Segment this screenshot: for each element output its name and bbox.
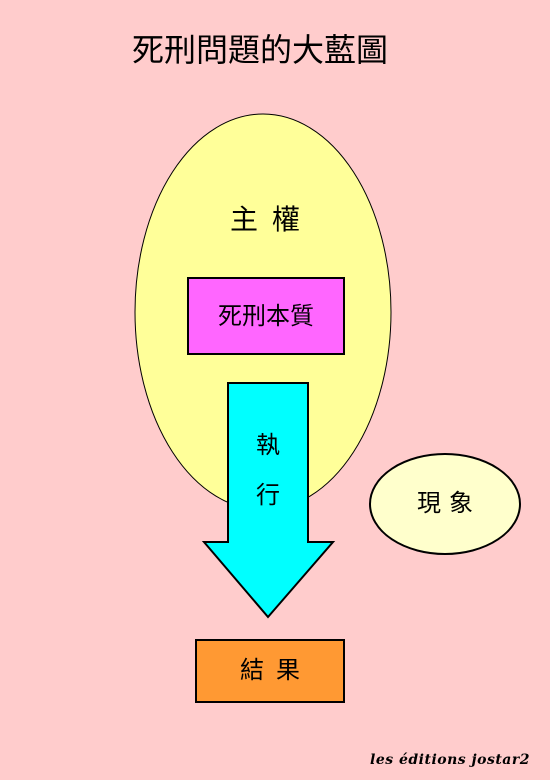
publisher-credit: les éditions jostar2 [370,752,530,768]
essence-box [187,277,345,355]
result-box [195,639,345,703]
phenomenon-ellipse [369,453,521,555]
execution-label-char-1: 執 [256,431,280,459]
result-label: 結果 [240,656,312,684]
diagram-title: 死刑問題的大藍圖 [131,31,388,69]
phenomenon-label: 現象 [417,489,481,517]
essence-label: 死刑本質 [218,302,314,330]
execution-label-char-2: 行 [256,481,280,509]
execution-arrow [201,382,336,619]
sovereignty-label: 主權 [229,203,314,236]
